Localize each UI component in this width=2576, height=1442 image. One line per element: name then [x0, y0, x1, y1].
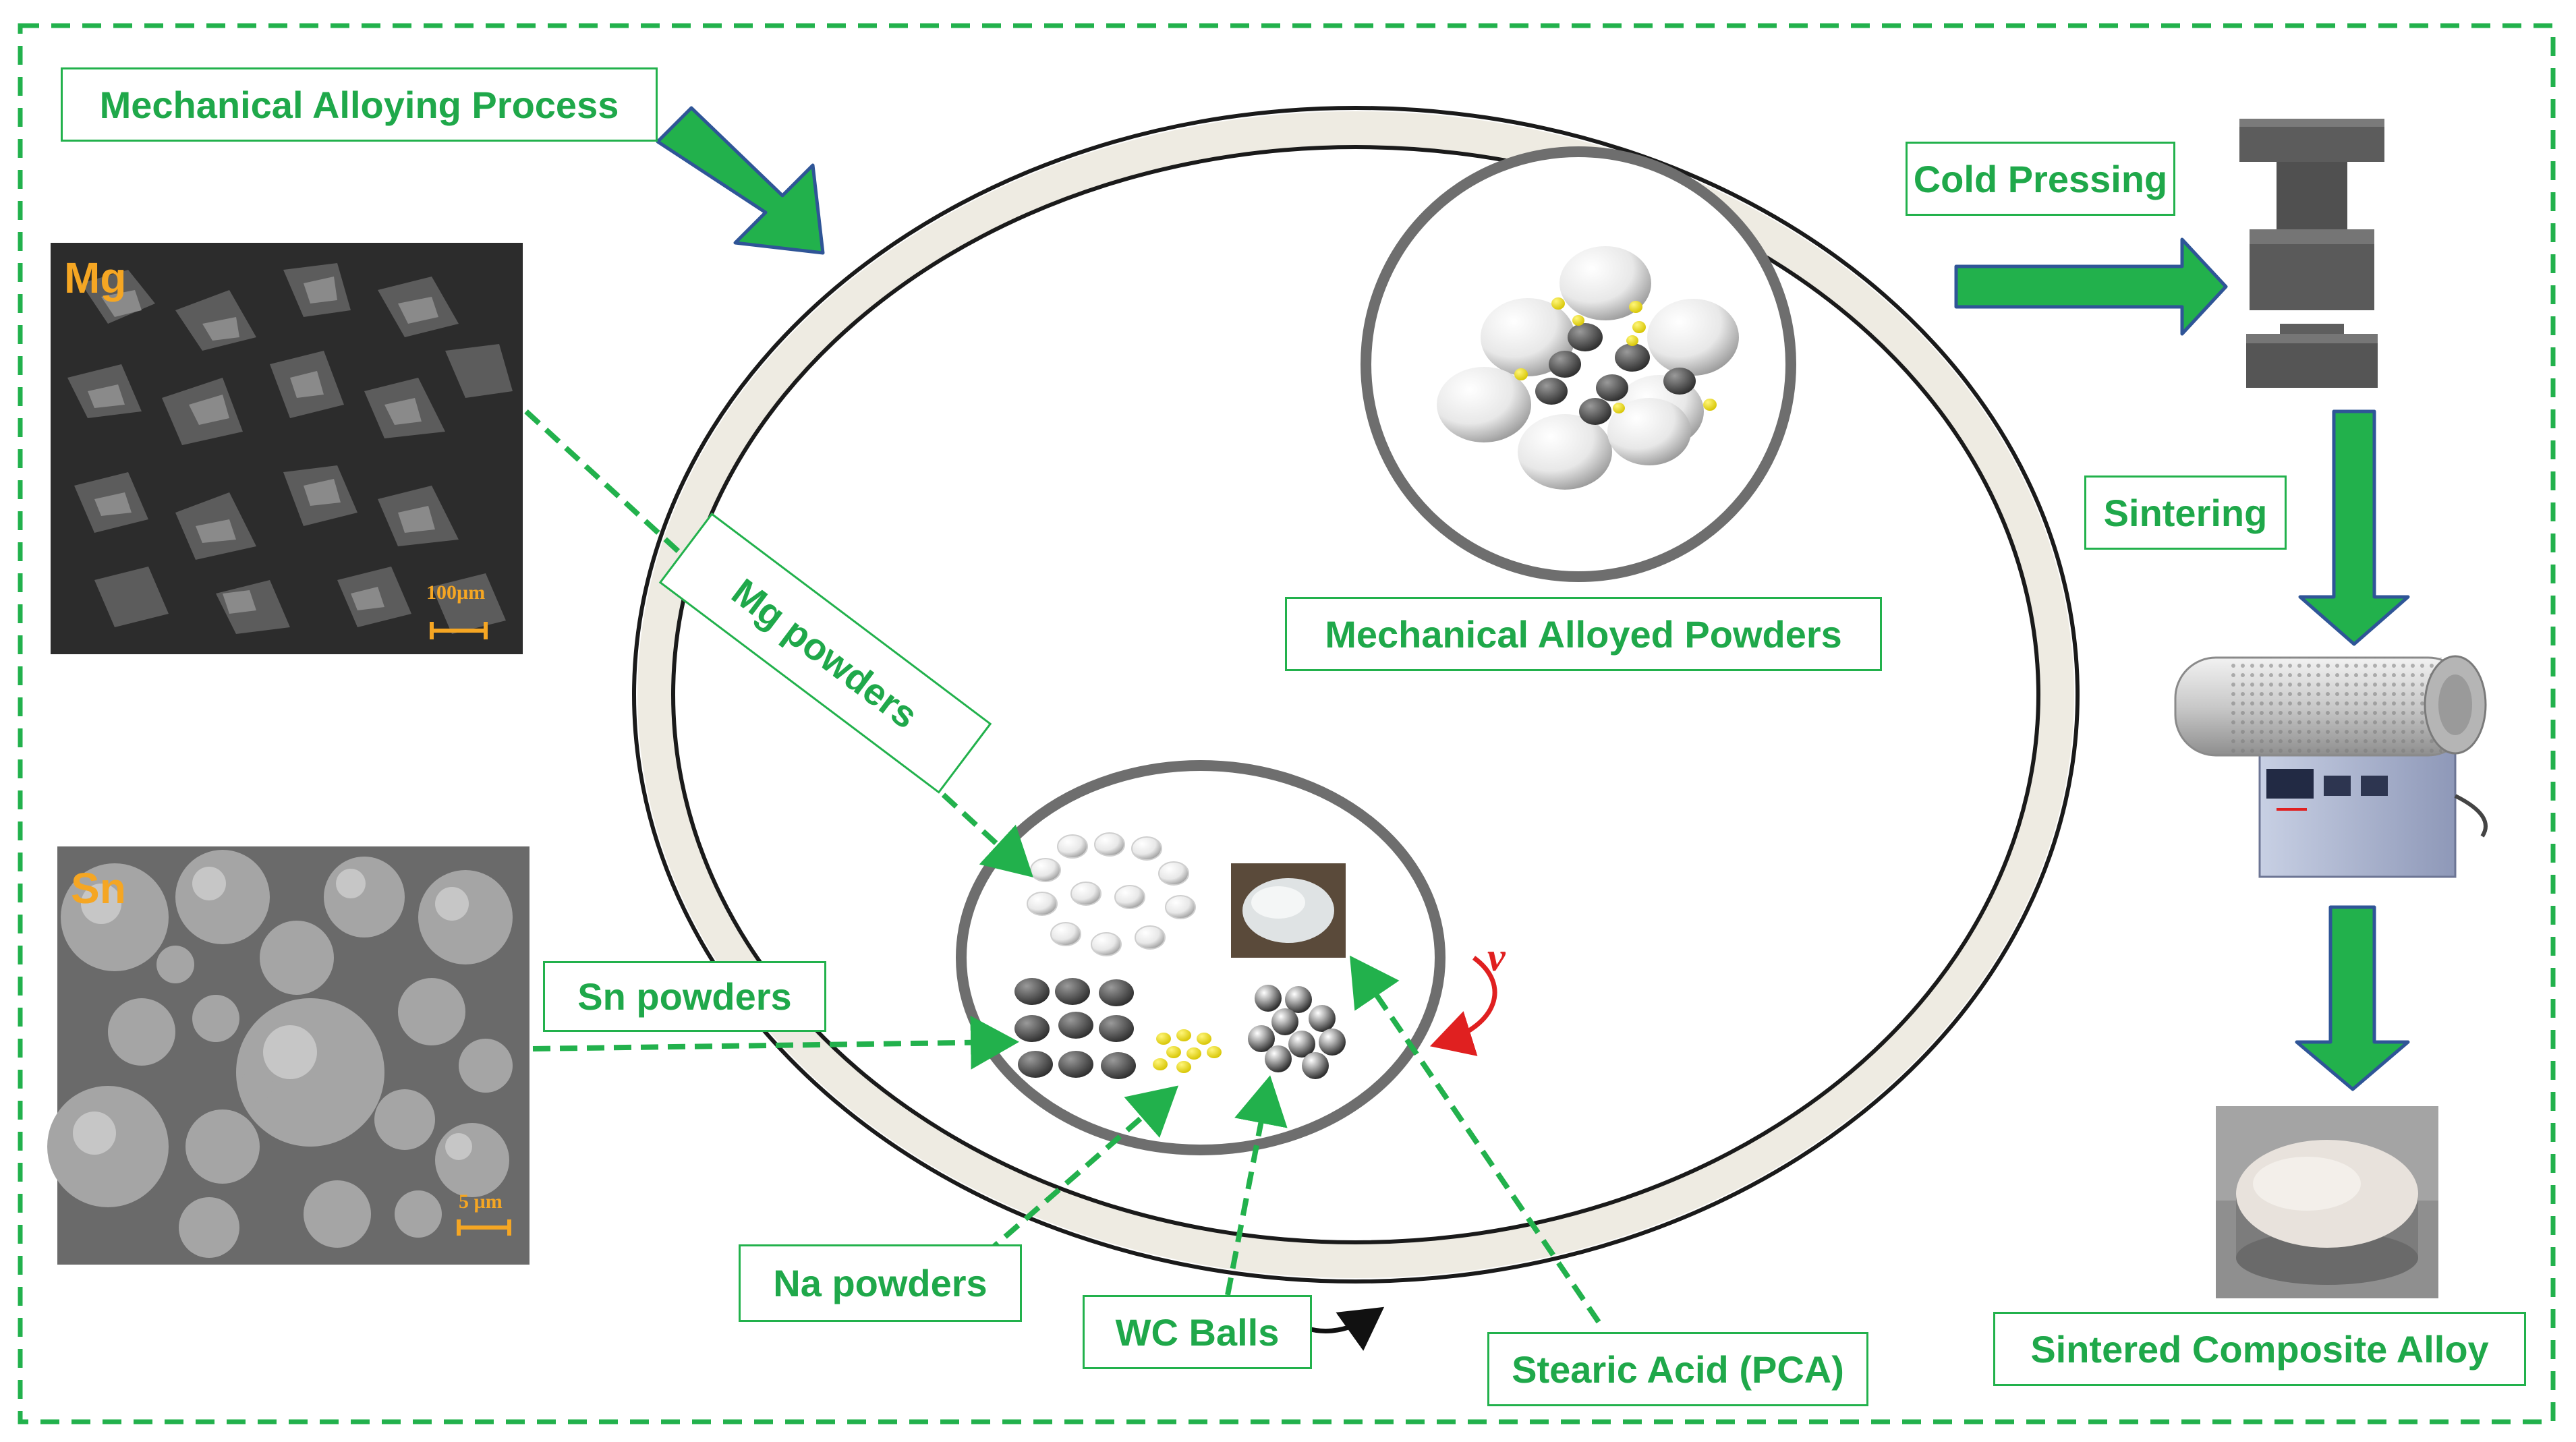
sn-powders-label: Sn powders [543, 961, 826, 1032]
rotation-speed-symbol: ν [1487, 935, 1506, 979]
sintering-arrow-icon [2298, 409, 2410, 646]
stearic-acid-label: Stearic Acid (PCA) [1487, 1332, 1868, 1406]
na-pointer-arrow [983, 1085, 1179, 1257]
sn-sem-label: Sn [71, 864, 126, 913]
wc-balls-label: WC Balls [1083, 1295, 1312, 1369]
mg-sem-image [51, 243, 523, 654]
press-die-icon [2239, 119, 2384, 388]
tube-furnace-icon [2174, 655, 2488, 878]
alloyed-powders-illustration [1361, 146, 1796, 582]
rotation-arrow-icon [1429, 956, 1497, 1056]
mg-scale-bar-label: 100µm [426, 581, 486, 604]
mechanical-alloyed-powders-label: Mechanical Alloyed Powders [1285, 597, 1882, 671]
sintering-label: Sintering [2084, 475, 2287, 550]
cold-pressing-arrow-icon [1954, 237, 2228, 336]
sn-sem-image [47, 846, 529, 1265]
final-arrow-icon [2295, 905, 2410, 1091]
process-start-arrow-icon [656, 106, 825, 255]
outer-dashed-frame [18, 23, 2556, 1424]
mechanical-alloying-process-label: Mechanical Alloying Process [61, 67, 658, 142]
sintered-composite-alloy-label: Sintered Composite Alloy [1993, 1312, 2526, 1386]
cold-pressing-label: Cold Pressing [1906, 142, 2175, 216]
raw-powders-illustration [956, 760, 1446, 1155]
wc-pointer-arrow [1225, 1075, 1288, 1296]
sn-scale-bar-label: 5 µm [459, 1190, 503, 1213]
sintered-pellet-photo [2216, 1106, 2438, 1298]
pca-pointer-arrow [1350, 955, 1601, 1324]
na-powders-label: Na powders [739, 1244, 1022, 1322]
mg-sem-label: Mg [64, 254, 127, 302]
